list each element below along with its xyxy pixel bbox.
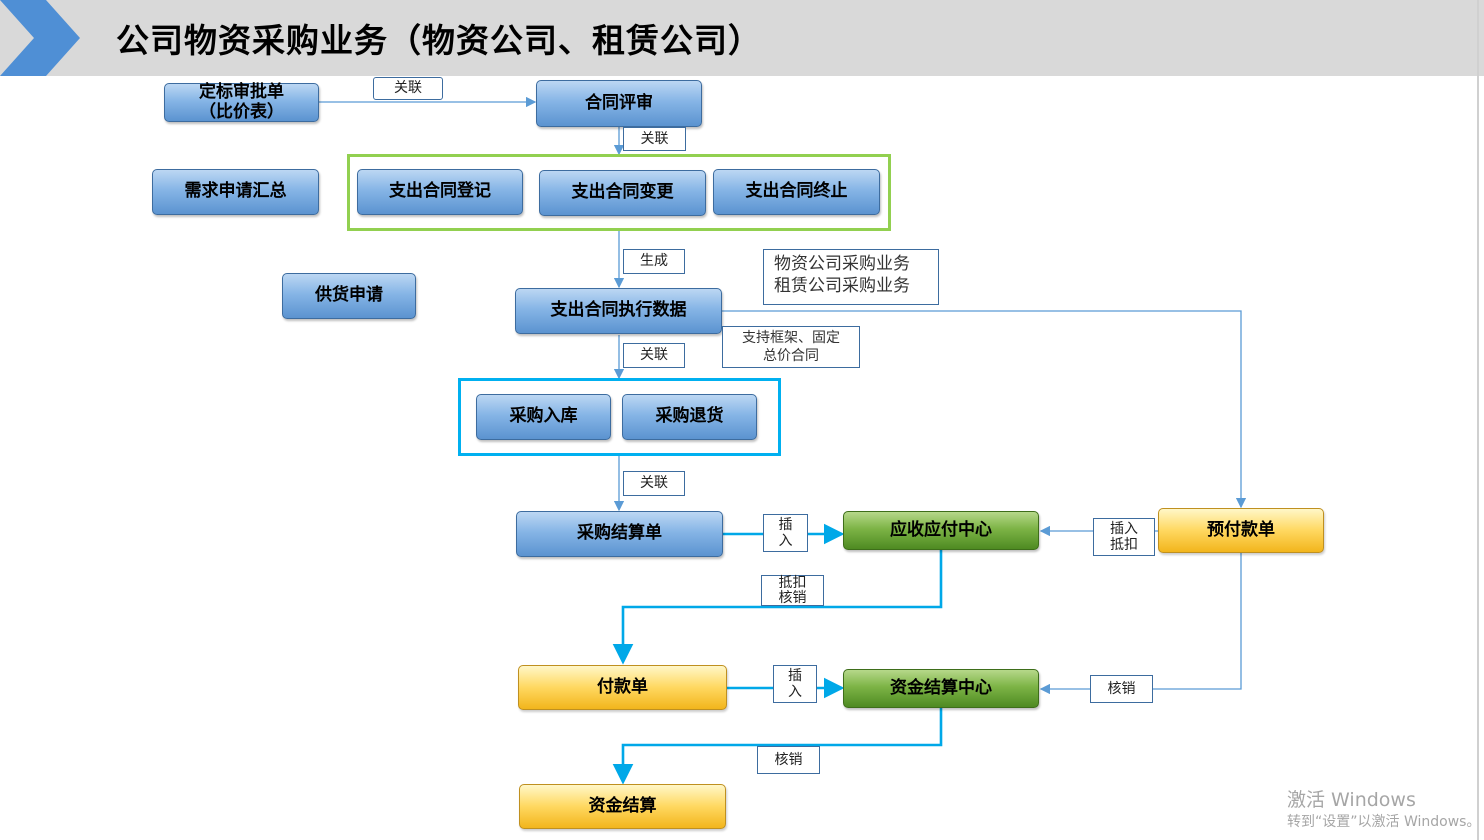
activation-watermark-title: 激活 Windows	[1287, 789, 1416, 811]
demand-summary-node[interactable]: 需求申请汇总	[152, 169, 319, 215]
supply-request-node[interactable]: 供货申请	[282, 273, 416, 319]
contract-review-node[interactable]: 合同评审	[536, 80, 702, 127]
business-scope-note: 物资公司采购业务 租赁公司采购业务	[763, 249, 939, 305]
purchase-settlement-node[interactable]: 采购结算单	[516, 511, 723, 557]
ar-ap-center-node[interactable]: 应收应付中心	[843, 511, 1039, 550]
contract-group-frame	[347, 154, 891, 231]
label-writeoff: 核销	[1090, 675, 1153, 703]
label-relate: 关联	[623, 471, 685, 496]
purchase-inbound-node[interactable]: 采购入库	[476, 394, 611, 440]
label-deduct-writeoff: 抵扣 核销	[761, 575, 824, 606]
label-generate: 生成	[623, 249, 685, 274]
contract-execution-node[interactable]: 支出合同执行数据	[515, 288, 722, 334]
contract-terminate-node[interactable]: 支出合同终止	[713, 169, 880, 215]
page-title: 公司物资采购业务（物资公司、租赁公司）	[116, 21, 762, 60]
arrow-fundcenter-to-fundsettlement	[612, 708, 943, 785]
prepayment-node[interactable]: 预付款单	[1158, 508, 1324, 553]
purchase-return-node[interactable]: 采购退货	[622, 394, 757, 440]
arrow-execution-to-prepayment	[722, 310, 1247, 509]
label-writeoff: 核销	[757, 746, 820, 774]
label-relate: 关联	[623, 127, 686, 151]
activation-watermark-subtitle: 转到“设置”以激活 Windows。	[1287, 814, 1481, 830]
contract-types-note: 支持框架、固定 总价合同	[722, 326, 860, 368]
fund-settlement-node[interactable]: 资金结算	[519, 784, 726, 829]
fund-settlement-center-node[interactable]: 资金结算中心	[843, 669, 1039, 708]
bid-approval-node[interactable]: 定标审批单 （比价表）	[164, 82, 319, 122]
label-insert-deduct: 插入 抵扣	[1093, 518, 1155, 556]
right-edge-rule	[1477, 0, 1479, 840]
label-relate: 关联	[623, 343, 685, 368]
label-insert: 插 入	[763, 514, 808, 552]
payment-node[interactable]: 付款单	[518, 665, 727, 710]
label-relate: 关联	[373, 77, 443, 100]
header-bar	[0, 0, 1484, 76]
chevron-icon	[0, 0, 80, 76]
label-insert: 插 入	[773, 665, 817, 703]
arrow-arap-to-payment	[612, 550, 943, 665]
contract-register-node[interactable]: 支出合同登记	[357, 169, 523, 215]
contract-change-node[interactable]: 支出合同变更	[539, 170, 706, 216]
inventory-group-frame	[458, 378, 781, 456]
arrow-prepayment-to-fundcenter	[1039, 553, 1242, 695]
